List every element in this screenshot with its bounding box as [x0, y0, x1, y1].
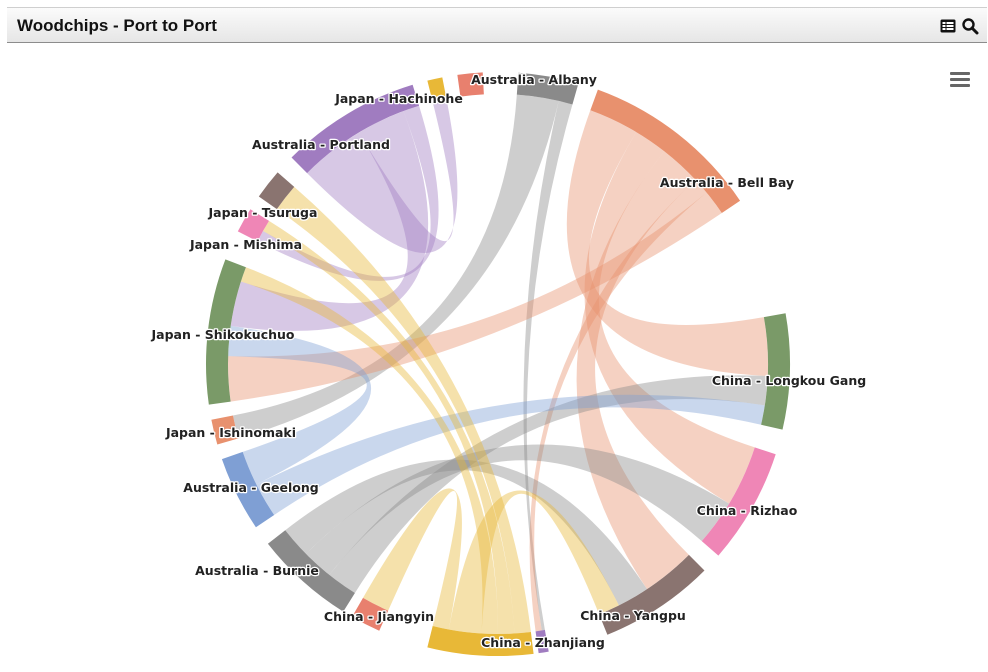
- node-arc-12[interactable]: [237, 209, 270, 242]
- node-arc-11[interactable]: [205, 259, 246, 405]
- node-label-9: Japan - Ishinomaki: [165, 425, 296, 440]
- link-1[interactable]: [523, 100, 573, 631]
- node-label-5: China - Zhanjiang: [481, 635, 605, 650]
- link-9[interactable]: [285, 459, 648, 606]
- link-19[interactable]: [363, 488, 462, 630]
- node-arc-10[interactable]: [211, 415, 239, 445]
- node-arc-14[interactable]: [291, 84, 420, 174]
- node-label-13: Australia - Portland: [252, 137, 390, 152]
- link-7[interactable]: [329, 375, 768, 593]
- node-arc-15[interactable]: [427, 77, 447, 103]
- node-arc-1[interactable]: [590, 89, 741, 214]
- node-label-6: China - Jiangyin: [324, 609, 434, 624]
- link-6[interactable]: [228, 192, 722, 402]
- node-label-11: Japan - Mishima: [189, 237, 302, 252]
- zoom-icon[interactable]: [961, 17, 979, 35]
- node-arc-3[interactable]: [701, 447, 776, 556]
- chart-panel: Woodchips - Port to Port: [7, 7, 987, 668]
- header-icons: [939, 16, 979, 36]
- link-12[interactable]: [307, 98, 458, 254]
- table-view-icon[interactable]: [939, 17, 957, 35]
- node-arc-2[interactable]: [761, 313, 790, 430]
- node-label-14: Japan - Hachinohe: [334, 91, 463, 106]
- link-3[interactable]: [584, 132, 755, 504]
- node-label-1: Australia - Bell Bay: [660, 175, 794, 190]
- node-arc-9[interactable]: [221, 451, 275, 528]
- node-label-2: China - Longkou Gang: [712, 373, 866, 388]
- node-arc-8[interactable]: [267, 530, 355, 612]
- link-10[interactable]: [256, 394, 765, 515]
- node-arc-16[interactable]: [457, 72, 484, 97]
- link-5[interactable]: [529, 179, 707, 632]
- arcs-layer: [205, 72, 790, 656]
- link-14[interactable]: [257, 105, 439, 281]
- link-18[interactable]: [448, 490, 619, 634]
- node-arc-5[interactable]: [535, 629, 549, 654]
- node-label-12: Japan - Tsuruga: [208, 205, 318, 220]
- hamburger-menu-icon[interactable]: [950, 72, 970, 90]
- link-17[interactable]: [240, 267, 498, 634]
- node-arc-13[interactable]: [258, 172, 295, 210]
- node-label-4: China - Yangpu: [580, 608, 686, 623]
- panel-title: Woodchips - Port to Port: [17, 16, 217, 35]
- link-0[interactable]: [232, 94, 559, 439]
- node-arc-4[interactable]: [599, 554, 705, 635]
- node-label-7: Australia - Burnie: [195, 563, 319, 578]
- link-8[interactable]: [305, 444, 730, 575]
- link-4[interactable]: [576, 151, 696, 590]
- node-arc-0[interactable]: [516, 72, 579, 105]
- node-arc-7[interactable]: [352, 597, 389, 631]
- links-layer: [228, 94, 768, 634]
- node-label-3: China - Rizhao: [697, 503, 798, 518]
- node-arc-6[interactable]: [427, 625, 534, 656]
- node-label-8: Australia - Geelong: [183, 480, 318, 495]
- link-2[interactable]: [566, 110, 768, 376]
- panel-header: Woodchips - Port to Port: [7, 8, 987, 43]
- link-13[interactable]: [230, 111, 429, 331]
- link-11[interactable]: [228, 325, 372, 485]
- node-label-10: Japan - Shikokuchuo: [150, 327, 294, 342]
- node-label-0: Australia - Albany: [471, 72, 597, 87]
